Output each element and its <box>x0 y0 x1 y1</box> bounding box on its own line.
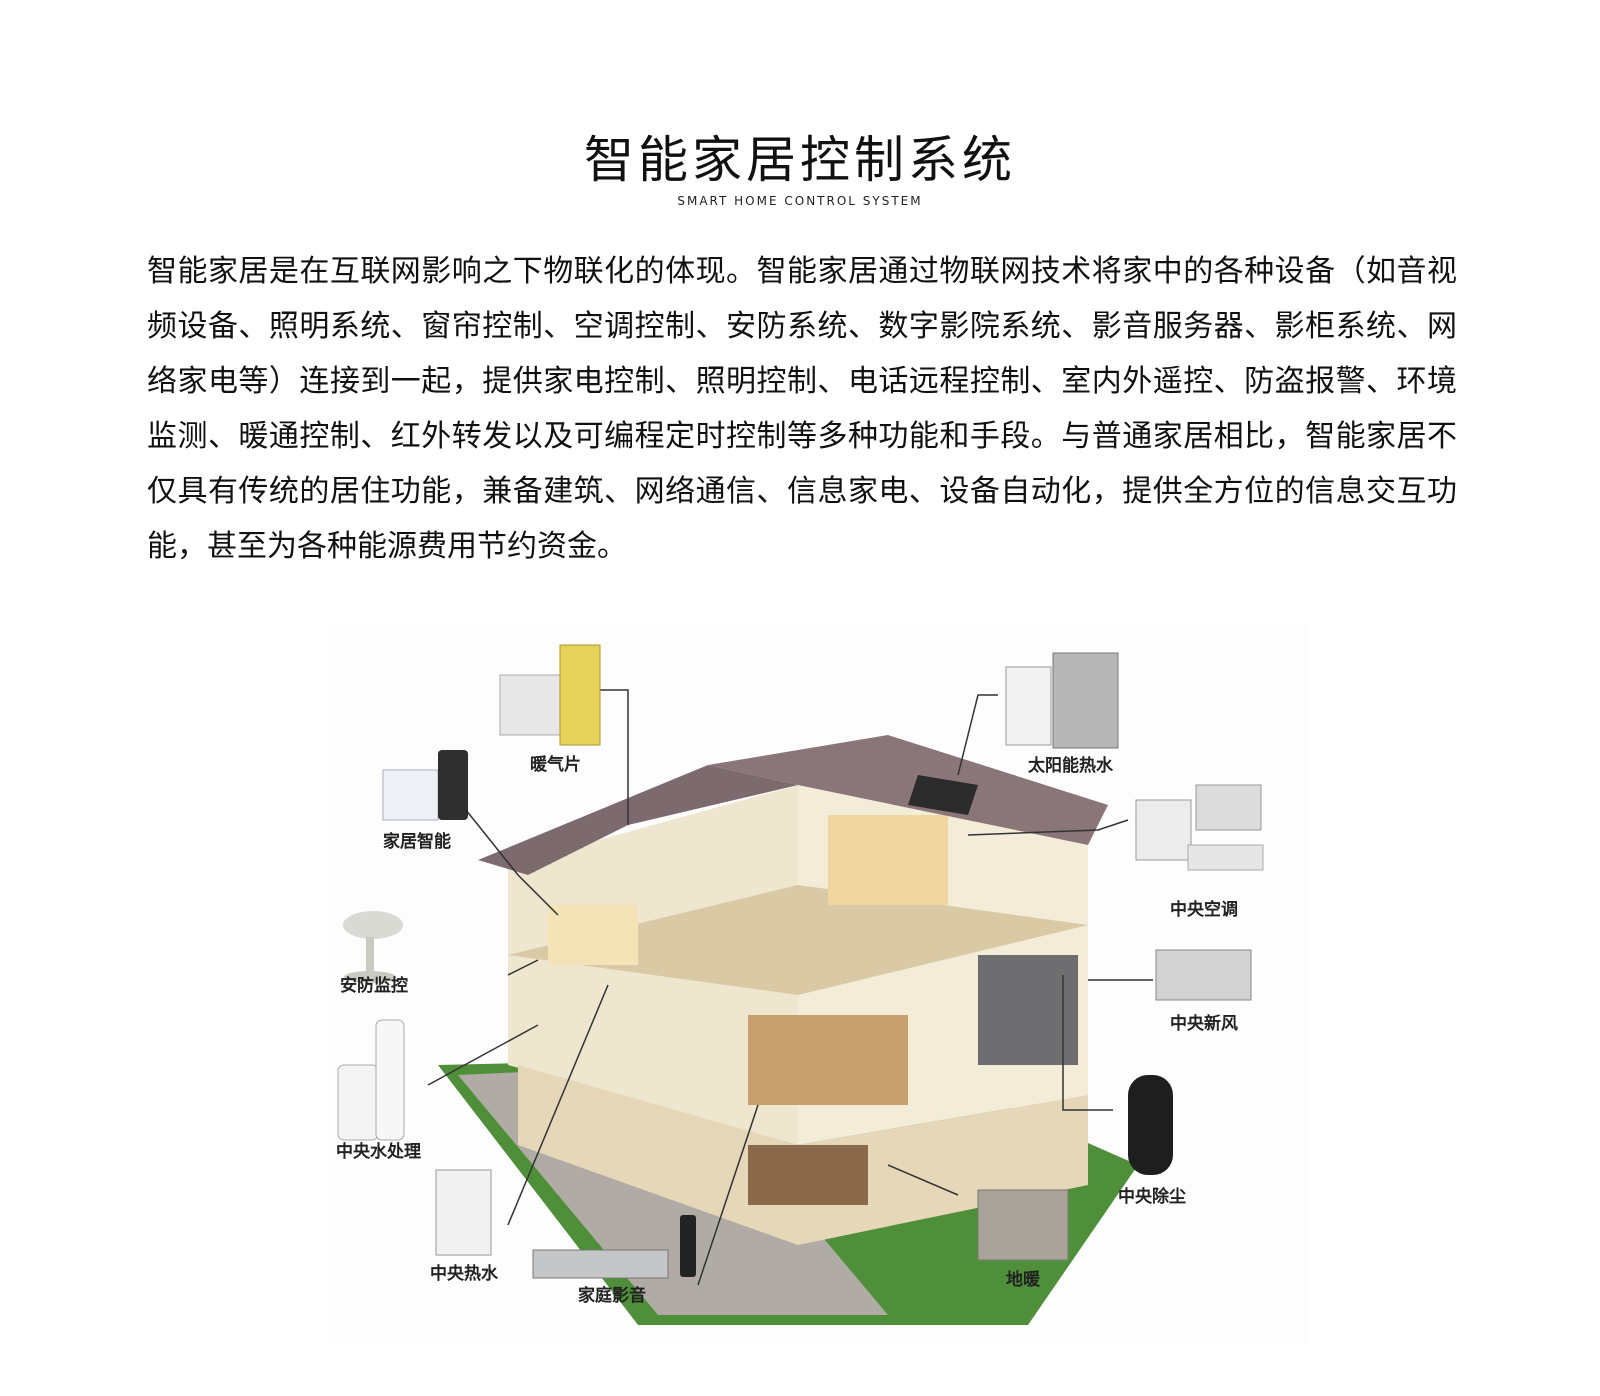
fresh-air-unit-icon <box>1155 949 1252 1001</box>
description-paragraph: 智能家居是在互联网影响之下物联化的体现。智能家居通过物联网技术将家中的各种设备（… <box>147 254 1457 564</box>
label-home-theater: 家庭影音 <box>578 1285 646 1306</box>
label-solar-water: 太阳能热水 <box>1028 755 1114 776</box>
room-bedroom <box>828 815 948 905</box>
page-title: 智能家居控制系统 <box>584 131 1016 189</box>
water-treatment-icon <box>337 1019 405 1141</box>
smart-home-diagram: 暖气片 太阳能热水 家居智能 中央空调 安防监控 中央新风 中央水处理 中央除尘… <box>328 625 1308 1345</box>
security-camera-icon <box>343 911 403 983</box>
house-floor-slab <box>508 885 1088 995</box>
floor-heating-icon <box>977 1189 1069 1261</box>
central-ac-icon <box>1135 784 1264 871</box>
label-home-smart: 家居智能 <box>383 831 451 852</box>
label-central-ac: 中央空调 <box>1170 899 1238 920</box>
roof-left <box>478 765 798 875</box>
room-living <box>748 1015 908 1105</box>
label-security: 安防监控 <box>340 975 408 996</box>
water-heater-icon <box>435 1169 492 1256</box>
label-hot-water: 中央热水 <box>430 1263 499 1284</box>
home-smart-panel-icon <box>382 750 468 821</box>
room-study <box>548 905 638 965</box>
floor-heating-panel <box>748 1145 868 1205</box>
label-water-treatment: 中央水处理 <box>336 1141 421 1162</box>
label-dust-removal: 中央除尘 <box>1118 1186 1186 1207</box>
label-floor-heating: 地暖 <box>1006 1269 1041 1290</box>
central-vacuum-icon <box>1128 1075 1173 1175</box>
label-fresh-air: 中央新风 <box>1170 1013 1238 1034</box>
roof-solar-panel <box>908 775 978 815</box>
radiator-icon <box>499 644 601 746</box>
garage <box>978 955 1078 1065</box>
page-subtitle: SMART HOME CONTROL SYSTEM <box>677 194 923 208</box>
home-theater-icon <box>532 1215 696 1279</box>
solar-water-heater-icon <box>1005 652 1119 749</box>
label-radiator: 暖气片 <box>530 754 581 775</box>
roof-right <box>708 735 1108 845</box>
